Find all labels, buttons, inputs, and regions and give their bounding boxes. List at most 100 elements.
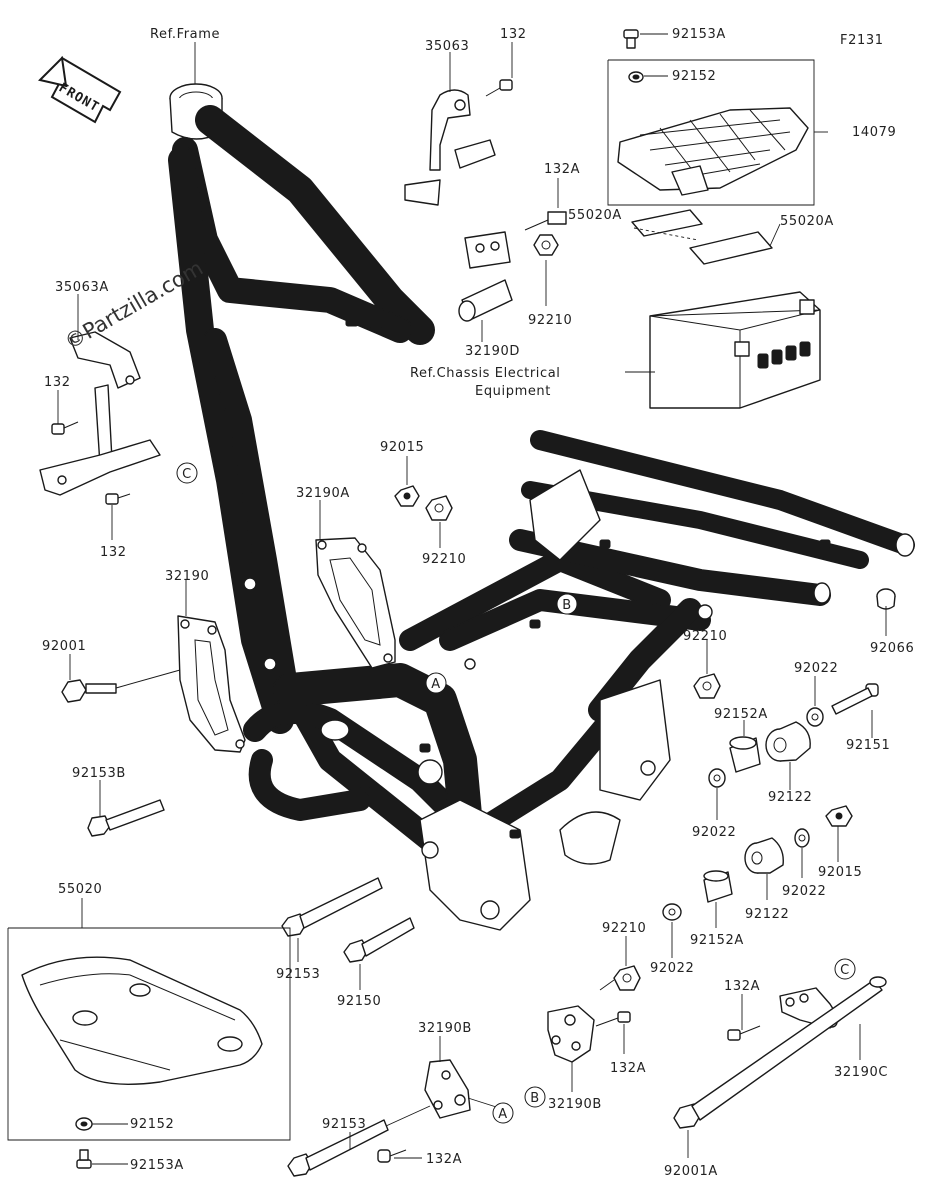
bolt-132-leftlow xyxy=(105,493,131,505)
svg-text:A: A xyxy=(431,677,441,692)
nut-92210-a xyxy=(533,234,559,256)
bolt-92151 xyxy=(831,683,879,715)
bolt-92153-a xyxy=(281,877,383,937)
label-132A-mid: 132A xyxy=(610,1061,646,1076)
figure-code: F2131 xyxy=(840,33,884,48)
callout-A-bottom: A xyxy=(492,1102,514,1124)
label-32190C: 32190C xyxy=(834,1065,888,1080)
callout-B-bottom: B xyxy=(524,1086,546,1108)
label-92152-bottom: 92152 xyxy=(130,1117,174,1132)
bolt-92153A-bottom xyxy=(76,1149,92,1169)
nut-92015-b xyxy=(825,805,853,827)
label-32190A: 32190A xyxy=(296,486,350,501)
label-92015-a: 92015 xyxy=(380,440,424,455)
washer-92022-b xyxy=(708,768,726,788)
main-frame xyxy=(168,83,915,931)
label-35063A: 35063A xyxy=(55,280,109,295)
nut-92210-b xyxy=(425,495,453,521)
label-92152-top: 92152 xyxy=(672,69,716,84)
label-92001: 92001 xyxy=(42,639,86,654)
label-32190B-a: 32190B xyxy=(418,1021,472,1036)
washer-92152-bottom xyxy=(75,1117,93,1131)
bracket-35063A xyxy=(39,331,161,496)
bracket-32190D xyxy=(458,231,513,322)
label-92152A-b: 92152A xyxy=(690,933,744,948)
label-132A-top: 132A xyxy=(544,162,580,177)
cap-92066 xyxy=(876,588,896,610)
label-92122-a: 92122 xyxy=(768,790,812,805)
callout-B-frame: B xyxy=(556,593,578,615)
labels: F2131 Ref.Frame Ref.Chassis Electrical E… xyxy=(42,27,914,1179)
bolt-92153A-top xyxy=(623,29,639,49)
label-92122-b: 92122 xyxy=(745,907,789,922)
label-132-left: 132 xyxy=(44,375,71,390)
label-92152A-a: 92152A xyxy=(714,707,768,722)
skid-plate-55020 xyxy=(21,956,263,1085)
bolt-92001 xyxy=(61,669,181,703)
label-92066: 92066 xyxy=(870,641,914,656)
bolt-132A-top xyxy=(524,211,567,231)
svg-text:C: C xyxy=(840,963,850,978)
pad-55020A-left xyxy=(631,209,703,237)
label-55020A-right: 55020A xyxy=(780,214,834,229)
nut-92210-c xyxy=(693,673,721,699)
ref-frame-label: Ref.Frame xyxy=(150,27,220,42)
label-92153A-bottom: 92153A xyxy=(130,1158,184,1173)
svg-text:B: B xyxy=(530,1091,540,1106)
bolt-92001A xyxy=(673,976,887,1129)
label-132A-bottom: 132A xyxy=(426,1152,462,1167)
bolt-132A-bottom xyxy=(377,1149,407,1163)
bolt-132-left xyxy=(51,421,79,435)
bolt-92150 xyxy=(343,917,415,963)
bracket-35063 xyxy=(404,89,496,206)
bracket-32190B-right xyxy=(547,1005,595,1063)
label-32190B-b: 32190B xyxy=(548,1097,602,1112)
bolt-92153B xyxy=(87,799,165,837)
label-132A-right: 132A xyxy=(724,979,760,994)
washer-92022-d xyxy=(662,903,682,921)
ref-chassis-label-1: Ref.Chassis Electrical xyxy=(410,366,561,381)
label-35063: 35063 xyxy=(425,39,469,54)
label-92150: 92150 xyxy=(337,994,381,1009)
label-92153B: 92153B xyxy=(72,766,126,781)
label-92153A-top: 92153A xyxy=(672,27,726,42)
label-55020A-left: 55020A xyxy=(568,208,622,223)
label-92153-a: 92153 xyxy=(276,967,320,982)
damper-92122-a xyxy=(765,721,811,762)
label-32190: 32190 xyxy=(165,569,209,584)
callout-A-frame: A xyxy=(425,672,447,694)
label-92022-c: 92022 xyxy=(782,884,826,899)
label-92022-d: 92022 xyxy=(650,961,694,976)
label-92210-a: 92210 xyxy=(528,313,572,328)
bolt-92153-b xyxy=(287,1119,389,1177)
svg-text:A: A xyxy=(498,1107,508,1122)
label-32190D: 32190D xyxy=(465,344,520,359)
ref-chassis-label-2: Equipment xyxy=(475,384,551,399)
plate-32190 xyxy=(177,615,246,753)
collar-92152A-b xyxy=(703,870,733,903)
pad-55020A-right xyxy=(689,231,773,265)
svg-text:C: C xyxy=(182,467,192,482)
bolt-132A-mid xyxy=(595,1011,631,1027)
label-92210-d: 92210 xyxy=(602,921,646,936)
plate-32190A xyxy=(315,537,396,669)
nut-92210-d xyxy=(613,965,641,991)
svg-text:B: B xyxy=(562,598,572,613)
callout-C-frame: C xyxy=(176,462,198,484)
washer-92152-top xyxy=(628,71,644,83)
label-92022-a: 92022 xyxy=(794,661,838,676)
label-92210-c: 92210 xyxy=(683,629,727,644)
callout-C-bottom: C xyxy=(834,958,856,980)
washer-92022-a xyxy=(806,707,824,727)
label-92153-b: 92153 xyxy=(322,1117,366,1132)
label-14079: 14079 xyxy=(852,125,896,140)
collar-92152A-a xyxy=(729,736,761,773)
label-132-leftlow: 132 xyxy=(100,545,127,560)
label-92015-b: 92015 xyxy=(818,865,862,880)
label-92151: 92151 xyxy=(846,738,890,753)
bolt-132A-right xyxy=(727,1025,761,1041)
label-132-top: 132 xyxy=(500,27,527,42)
front-arrow-icon: FRONT xyxy=(38,55,122,124)
bracket-32190B-left xyxy=(424,1059,471,1119)
